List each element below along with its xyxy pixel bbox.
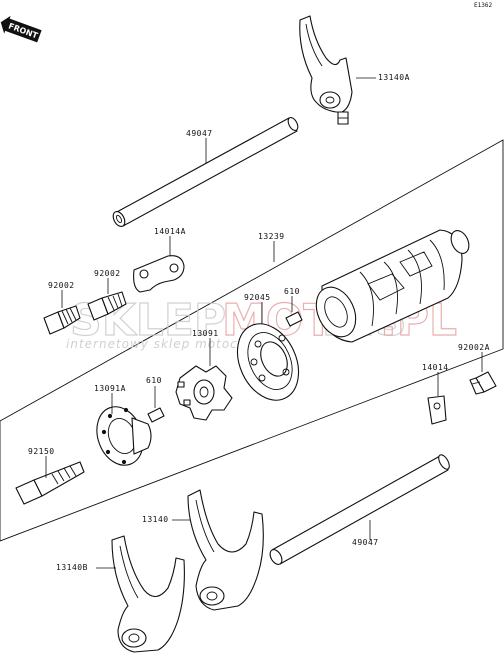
shift-rod-49047-lower [269,454,450,565]
label-92045: 92045 [244,293,271,302]
bracket-14014 [427,395,447,425]
shift-drum-13239 [315,229,470,343]
label-92002A: 92002A [458,343,490,352]
bolt-92002-right [87,291,127,321]
cam-13091 [175,365,233,421]
label-49047-upper: 49047 [186,129,213,138]
label-13140B: 13140B [56,563,88,572]
label-14014A: 14014A [154,227,186,236]
shift-fork-13140 [187,489,264,611]
watermark-tagline: internetowy sklep motocyklowy [66,337,285,351]
front-arrow-icon: FRONT [0,15,42,43]
pin-610-lower [147,407,165,423]
diagram-reference-code: E1362 [474,2,492,9]
label-13140A: 13140A [378,73,410,82]
label-13091A: 13091A [94,384,126,393]
cam-plate-13091A [96,406,152,466]
label-92150: 92150 [28,447,55,456]
label-92002-right: 92002 [94,269,121,278]
bolt-92150 [15,461,85,505]
bolt-92002A [469,371,497,395]
label-13239: 13239 [258,232,285,241]
label-13140: 13140 [142,515,169,524]
shift-rod-49047-upper [112,116,299,227]
label-49047-lower: 49047 [352,538,379,547]
shift-fork-13140A [299,15,353,125]
label-13091: 13091 [192,329,219,338]
bolt-92002-left [43,305,81,335]
plate-14014A [133,255,185,293]
assembly-group-outline [0,139,504,542]
label-610-upper: 610 [284,287,300,296]
bearing-92045 [236,323,300,401]
shift-fork-13140B [111,535,185,653]
label-14014: 14014 [422,363,449,372]
label-92002-left: 92002 [48,281,75,290]
label-610-lower: 610 [146,376,162,385]
pin-610-upper [285,311,303,327]
